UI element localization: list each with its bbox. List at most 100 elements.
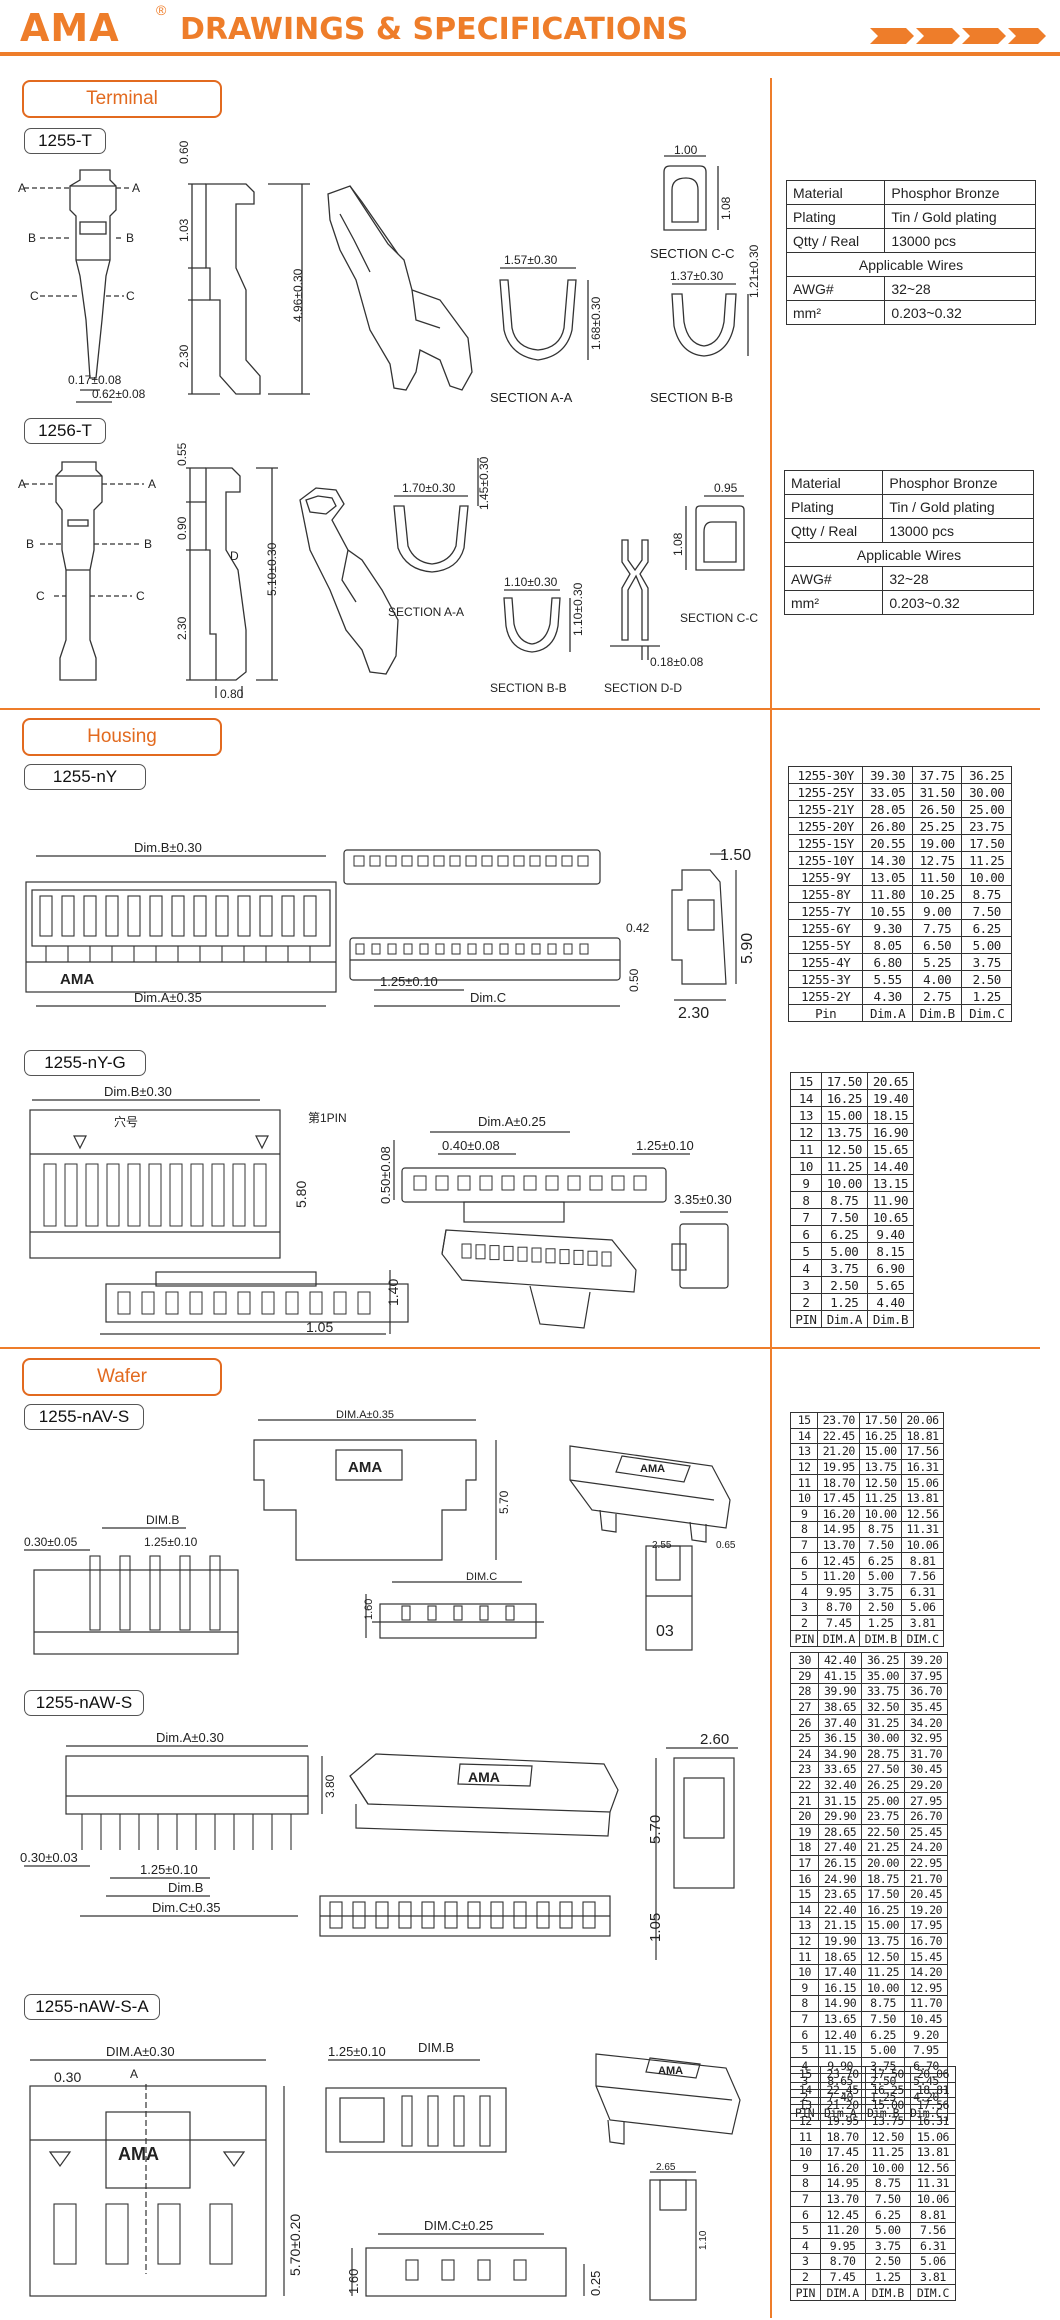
table-cell: 5.00 — [961, 936, 1012, 954]
dim-b: Dim.B±0.30 — [134, 840, 202, 855]
table-cell: 8 — [789, 1995, 820, 2012]
table-cell: 12 — [790, 1123, 822, 1141]
table-cell: 26.80 — [862, 817, 913, 835]
table-cell: 1255-5Y — [787, 936, 864, 954]
table-cell: 8.81 — [901, 1552, 944, 1569]
nyg-top-pins — [413, 1175, 647, 1191]
table-cell: 27.40 — [818, 1839, 863, 1856]
dim-230: 2.30 — [678, 1005, 709, 1022]
table-cell: 14.40 — [866, 1157, 915, 1175]
table-cell: 12.50 — [861, 1948, 905, 1965]
spec-row-awg: AWG#32~28 — [783, 566, 1034, 591]
dim-160: 1.60 — [346, 2269, 361, 2294]
table-cell: 14 — [790, 1089, 822, 1107]
table-cell: 8.75 — [864, 2175, 911, 2192]
table-cell: 9 — [790, 1174, 822, 1192]
wafer-logo-iso: AMA — [658, 2065, 683, 2077]
dim-a: Dim.A±0.25 — [478, 1114, 546, 1129]
table-cell: 23.65 — [818, 1885, 863, 1903]
table-cell: 13.75 — [820, 1123, 868, 1141]
dim-145: 1.45±0.30 — [477, 456, 491, 510]
table-cell: 17.56 — [901, 1443, 944, 1460]
table-cell: 3.81 — [909, 2268, 957, 2286]
table-cell: 10 — [790, 2143, 821, 2161]
table-cell: 7.45 — [817, 1614, 861, 1632]
table-cell: 2.50 — [961, 970, 1012, 988]
table-cell: 17.50 — [859, 1412, 903, 1429]
table-cell: 2.50 — [864, 2253, 911, 2270]
table-cell: 3 — [790, 2253, 821, 2270]
spec-value: 13000 pcs — [882, 518, 1034, 543]
table-cell: 20.45 — [904, 1885, 948, 1903]
table-cell: 26.50 — [911, 800, 963, 818]
section-dd-label: SECTION D-D — [604, 681, 682, 695]
dim-a: Dim.A±0.35 — [134, 990, 202, 1005]
table-cell: 33.05 — [862, 783, 913, 801]
table-cell: 1.25 — [864, 2268, 911, 2286]
dim-c: DIM.C — [466, 1571, 497, 1583]
table-cell: 5.00 — [820, 1242, 868, 1260]
table-cell: 31.15 — [818, 1792, 863, 1809]
dim-150: 1.50 — [720, 847, 751, 864]
table-cell: 15.00 — [859, 1443, 903, 1460]
table-cell: 1255-21Y — [787, 800, 864, 818]
table-cell: 18.75 — [861, 1870, 905, 1887]
table-cell: 4 — [790, 2237, 821, 2255]
dim-a: DIM.A±0.30 — [106, 2044, 175, 2059]
table-cell: 14 — [789, 1427, 819, 1445]
table-cell: 31.50 — [911, 783, 963, 801]
table-cell: 3.81 — [901, 1614, 944, 1632]
table-cell: 5.00 — [859, 1567, 903, 1585]
table-cell: 6.25 — [820, 1225, 868, 1243]
label-b-right: B — [144, 537, 152, 551]
cavity-number-label: 穴号 — [114, 1114, 138, 1129]
table-cell: 30.45 — [904, 1761, 948, 1778]
table-cell: 22.40 — [818, 1901, 863, 1919]
table-cell: 42.40 — [818, 1652, 863, 1669]
table-cell: 7.75 — [911, 919, 963, 937]
table-cell: 27.50 — [861, 1761, 905, 1778]
label-a-left: A — [18, 477, 26, 491]
spec-value: Tin / Gold plating — [882, 494, 1034, 519]
table-cell: 9.20 — [904, 2026, 948, 2043]
table-cell: 15.00 — [861, 1917, 905, 1934]
table-cell: 19.90 — [818, 1932, 863, 1950]
spec-label: AWG# — [783, 566, 884, 591]
table-cell: 13.75 — [859, 1458, 903, 1476]
nyg-front-slots — [43, 1163, 267, 1227]
housing-logo: AMA — [60, 971, 94, 988]
dim-510: 5.10±0.30 — [265, 542, 279, 596]
table-cell: 22 — [789, 1776, 820, 1794]
spec-row-wires: Applicable Wires — [784, 542, 1034, 567]
section-cc-label: SECTION C-C — [680, 611, 758, 625]
dim-103: 1.03 — [177, 218, 191, 242]
part-label-1255-ny: 1255-nY — [24, 764, 146, 790]
dim-570: 5.70±0.20 — [287, 2214, 303, 2276]
table-cell: 29.20 — [904, 1776, 948, 1794]
table-cell: 9.00 — [911, 902, 963, 920]
table-cell: 39.20 — [904, 1652, 948, 1669]
dim-100: 1.00 — [674, 143, 698, 157]
table-cell: 7.50 — [861, 2010, 905, 2028]
table-cell: 13.65 — [818, 2010, 863, 2028]
dim-121: 1.21±0.30 — [747, 244, 761, 298]
